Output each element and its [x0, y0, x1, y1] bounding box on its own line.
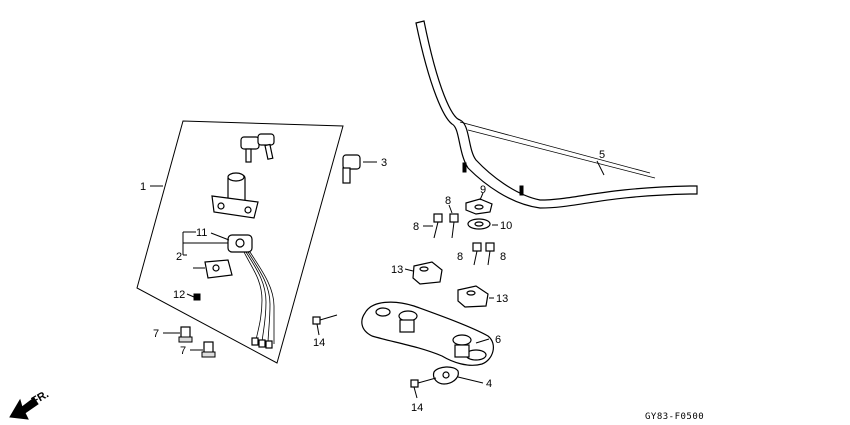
callout-14a: 14: [313, 337, 325, 349]
callout-8c: 8: [457, 251, 463, 263]
callout-8d: 8: [500, 251, 506, 263]
screws-7: [178, 326, 216, 358]
callout-2: 2: [176, 251, 182, 263]
callout-7b: 7: [180, 345, 186, 357]
callout-12: 12: [173, 289, 185, 301]
callout-9: 9: [480, 184, 486, 196]
leader-lines: [150, 160, 605, 399]
callout-1: 1: [140, 181, 146, 193]
upper-holders: [412, 261, 489, 308]
callout-8b: 8: [445, 195, 451, 207]
bolts-8: [433, 213, 495, 266]
callout-11: 11: [196, 227, 207, 239]
front-arrow-icon: [9, 397, 39, 420]
wire-harness: [243, 251, 275, 349]
handlebar: [415, 20, 698, 209]
ignition-switch-body: [211, 172, 259, 219]
clamp-4: [432, 366, 459, 385]
top-bridge: [361, 301, 494, 366]
nut-9-washer-10: [465, 198, 493, 230]
ignition-keys: [240, 133, 275, 163]
callout-6: 6: [495, 334, 501, 346]
callout-5: 5: [599, 149, 605, 161]
callout-8a: 8: [413, 221, 419, 233]
nut-12: [193, 293, 201, 301]
callout-13a: 13: [391, 264, 403, 276]
callout-14b: 14: [411, 402, 423, 414]
front-marker-label: FR.: [30, 388, 51, 407]
callout-7a: 7: [153, 328, 159, 340]
callout-4: 4: [486, 378, 492, 390]
callout-10: 10: [500, 220, 512, 232]
spare-key: [342, 154, 361, 184]
callout-13b: 13: [496, 293, 508, 305]
ignition-assembly-frame: [136, 120, 344, 364]
switch-base: [204, 234, 253, 279]
diagram-code: GY83-F0500: [645, 412, 704, 422]
callout-3: 3: [381, 157, 387, 169]
